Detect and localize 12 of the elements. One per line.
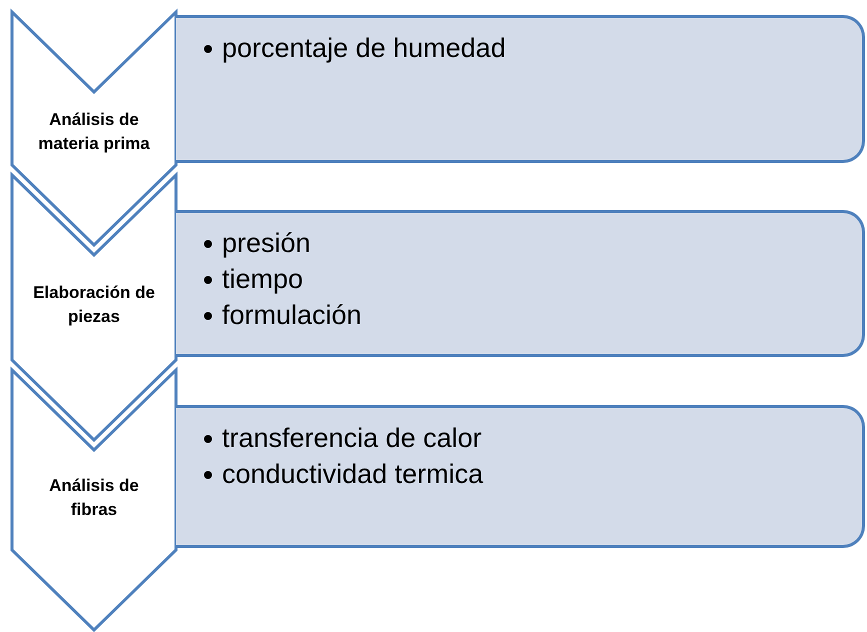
step-label: Elaboración de piezas bbox=[32, 282, 156, 328]
detail-panel bbox=[176, 15, 865, 163]
bullet-item: presión bbox=[204, 225, 311, 261]
bullet-item: conductividad termica bbox=[204, 456, 484, 492]
step-label: Análisis de fibras bbox=[48, 475, 140, 521]
detail-panel bbox=[176, 405, 865, 548]
bullet-item: porcentaje de humedad bbox=[204, 30, 506, 66]
bullet-item: formulación bbox=[204, 297, 362, 333]
step-label: Análisis de materia prima bbox=[37, 109, 151, 155]
bullet-item: tiempo bbox=[204, 261, 304, 297]
detail-panel bbox=[176, 210, 865, 357]
bullet-item: transferencia de calor bbox=[204, 420, 482, 456]
